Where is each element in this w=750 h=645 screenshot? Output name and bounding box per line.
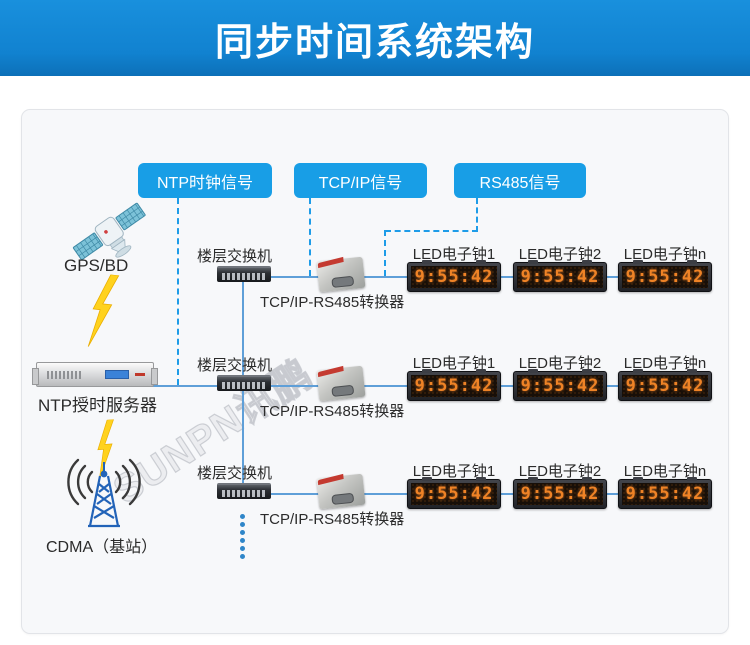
clock-label: LED电子钟1 — [412, 355, 496, 372]
clock-label: LED电子钟n — [623, 463, 707, 480]
wireless-signal-bolt-icon — [87, 274, 120, 347]
tcpip-rs485-converter-icon — [316, 256, 366, 293]
led-clock-icon: 9:55:42 — [407, 260, 501, 292]
clock-label: LED电子钟1 — [412, 463, 496, 480]
clock-row-2: 楼层交换机 TCP/IP-RS485转换器 LED电子钟1 9:55:42 LE… — [0, 352, 750, 432]
switch-ports — [222, 273, 266, 280]
led-clock-icon: 9:55:42 — [513, 369, 607, 401]
cdma-label: CDMA（基站） — [46, 539, 158, 556]
clock-row-1: 楼层交换机 TCP/IP-RS485转换器 LED电子钟1 9:55:42 LE… — [0, 243, 750, 323]
ntp-signal-dashed-line — [177, 198, 179, 385]
clock-time: 9:55:42 — [517, 375, 603, 397]
network-switch-icon — [217, 483, 271, 499]
gps-label: GPS/BD — [64, 256, 129, 275]
network-switch-icon — [217, 266, 271, 282]
clock-time: 9:55:42 — [622, 266, 708, 288]
cdma-base-station-icon — [67, 458, 141, 528]
switch-label: 楼层交换机 — [197, 465, 273, 482]
clock-time: 9:55:42 — [622, 375, 708, 397]
clock-time: 9:55:42 — [411, 266, 497, 288]
legend-rs485-signal: RS485信号 — [454, 163, 586, 198]
clock-time: 9:55:42 — [622, 483, 708, 505]
server-vents — [47, 371, 81, 379]
led-clock-icon: 9:55:42 — [407, 369, 501, 401]
led-clock-icon: 9:55:42 — [618, 369, 712, 401]
switch-label: 楼层交换机 — [197, 357, 273, 374]
network-switch-icon — [217, 375, 271, 391]
switch-ports — [222, 382, 266, 389]
clock-label: LED电子钟2 — [518, 463, 602, 480]
clock-label: LED电子钟2 — [518, 246, 602, 263]
converter-label: TCP/IP-RS485转换器 — [260, 403, 405, 420]
tcpip-signal-dashed-line — [309, 198, 311, 276]
led-clock-icon: 9:55:42 — [407, 477, 501, 509]
wireless-signal-bolt-icon — [97, 419, 115, 481]
tcpip-rs485-converter-icon — [316, 365, 366, 402]
clock-label: LED电子钟n — [623, 355, 707, 372]
clock-time: 9:55:42 — [411, 375, 497, 397]
clock-time: 9:55:42 — [517, 266, 603, 288]
rs485-signal-dashed-line-drop — [476, 198, 478, 232]
row2-network-wire — [150, 385, 663, 387]
page-title: 同步时间系统架构 — [214, 21, 535, 64]
switch-label: 楼层交换机 — [197, 248, 273, 265]
clock-label: LED电子钟1 — [412, 246, 496, 263]
tcpip-rs485-converter-icon — [316, 473, 366, 510]
converter-label: TCP/IP-RS485转换器 — [260, 294, 405, 311]
legend-tcpip-signal: TCP/IP信号 — [294, 163, 427, 198]
legend-ntp-signal: NTP时钟信号 — [138, 163, 272, 198]
clock-label: LED电子钟2 — [518, 355, 602, 372]
server-display — [105, 370, 129, 379]
rs485-signal-dashed-line-end — [384, 230, 386, 276]
converter-label: TCP/IP-RS485转换器 — [260, 511, 405, 528]
switch-ports — [222, 490, 266, 497]
led-clock-icon: 9:55:42 — [618, 260, 712, 292]
led-clock-icon: 9:55:42 — [513, 260, 607, 292]
clock-row-3: 楼层交换机 TCP/IP-RS485转换器 LED电子钟1 9:55:42 LE… — [0, 460, 750, 540]
clock-label: LED电子钟n — [623, 246, 707, 263]
led-clock-icon: 9:55:42 — [513, 477, 607, 509]
clock-time: 9:55:42 — [517, 483, 603, 505]
led-clock-icon: 9:55:42 — [618, 477, 712, 509]
gps-satellite-icon — [72, 202, 146, 261]
continuation-dots — [240, 514, 245, 559]
rs485-signal-dashed-line-horizontal — [385, 230, 478, 232]
clock-time: 9:55:42 — [411, 483, 497, 505]
server-led — [135, 373, 145, 376]
ntp-server-icon — [32, 362, 158, 387]
ntp-server-label: NTP授时服务器 — [38, 396, 157, 415]
header-banner: 同步时间系统架构 — [0, 0, 750, 76]
